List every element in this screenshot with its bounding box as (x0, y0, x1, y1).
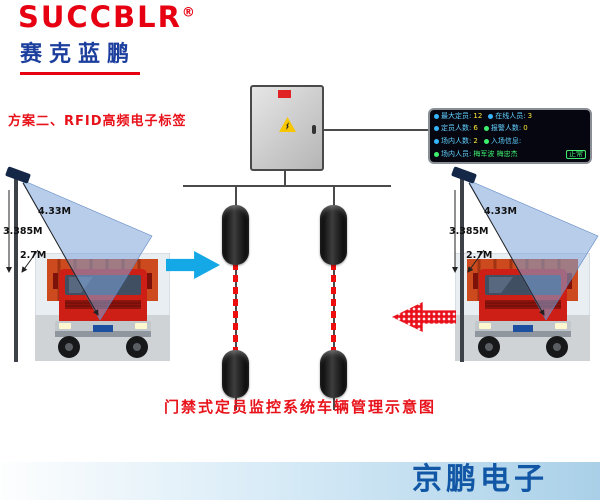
cabinet-label-sticker (278, 90, 291, 98)
infrared-sensor-bottom-right (320, 350, 347, 398)
exit-arrow-icon (392, 302, 456, 332)
infrared-sensor-bottom-left (222, 350, 249, 398)
display-label: 入场信息 (491, 137, 521, 145)
measure-beam-length: 4.33M (38, 206, 71, 217)
display-label: 场内人员 (441, 150, 471, 158)
ir-beam-right (331, 263, 336, 352)
led-display-panel: 最大定员 12 在线人员 3 定员人数 6 报警人数 0 场内人数 2 入场信息… (428, 108, 592, 164)
wire-display-link (320, 129, 428, 131)
warning-icon (279, 117, 296, 132)
person-icon (483, 138, 489, 144)
company-logo: SUCCBLR® (18, 0, 197, 34)
entry-arrow-icon (166, 251, 220, 279)
person-icon (434, 126, 439, 132)
display-row: 定员人数 6 报警人数 0 (434, 125, 586, 132)
display-value: 0 (523, 124, 528, 133)
infrared-sensor-top-left (222, 205, 249, 265)
wire-box-drop (284, 167, 286, 187)
person-icon (483, 126, 489, 132)
status-badge: 正常 (566, 149, 586, 159)
display-label: 最大定员 (441, 113, 471, 120)
measure-pole-height: 3.385M (3, 226, 43, 237)
display-value: 6 (473, 124, 478, 133)
rfid-coverage-right: 4.33M 3.385M 2.7M (449, 166, 599, 362)
footer-brand: 京鹏电子 (412, 462, 548, 497)
display-value: 3 (527, 112, 533, 120)
display-value: 2 (473, 136, 478, 145)
measure-mount-height: 2.7M (20, 250, 46, 261)
display-label: 定员人数 (441, 125, 471, 132)
rfid-reader-icon (451, 166, 477, 184)
person-icon (434, 151, 439, 157)
display-row: 场内人数 2 入场信息 (434, 136, 586, 145)
infrared-sensor-top-right (320, 205, 347, 265)
footer-strip: 京鹏电子 (0, 462, 600, 500)
measure-mount-height: 2.7M (466, 250, 492, 261)
display-names: 梅军波 梅忠杰 (473, 149, 518, 158)
scheme-label: 方案二、RFID高频电子标签 (8, 114, 187, 129)
pole (14, 178, 18, 362)
wire-bus (183, 185, 391, 187)
display-row: 最大定员 12 在线人员 3 (434, 113, 586, 120)
person-icon (434, 138, 439, 144)
rfid-reader-icon (5, 166, 31, 184)
measure-pole-height: 3.385M (449, 226, 489, 237)
diagram-caption: 门禁式定员监控系统车辆管理示意图 (163, 398, 436, 416)
display-row: 场内人员 梅军波 梅忠杰 正常 (434, 149, 586, 159)
measure-beam-length: 4.33M (484, 206, 517, 217)
person-icon (488, 114, 494, 119)
controller-cabinet (250, 85, 324, 171)
display-value: 12 (473, 112, 483, 120)
display-label: 场内人数 (441, 137, 471, 145)
display-label: 报警人数 (491, 125, 521, 132)
cabinet-lock (312, 125, 316, 134)
pole (460, 178, 464, 362)
logo-text: SUCCBLR (18, 0, 182, 34)
rfid-coverage-left: 4.33M 3.385M 2.7M (3, 166, 153, 362)
registered-mark-icon: ® (181, 5, 197, 21)
company-logo-chinese: 赛克蓝鹏 (20, 36, 141, 75)
ir-beam-left (233, 263, 238, 352)
person-icon (434, 114, 439, 119)
display-label: 在线人员 (495, 113, 525, 120)
